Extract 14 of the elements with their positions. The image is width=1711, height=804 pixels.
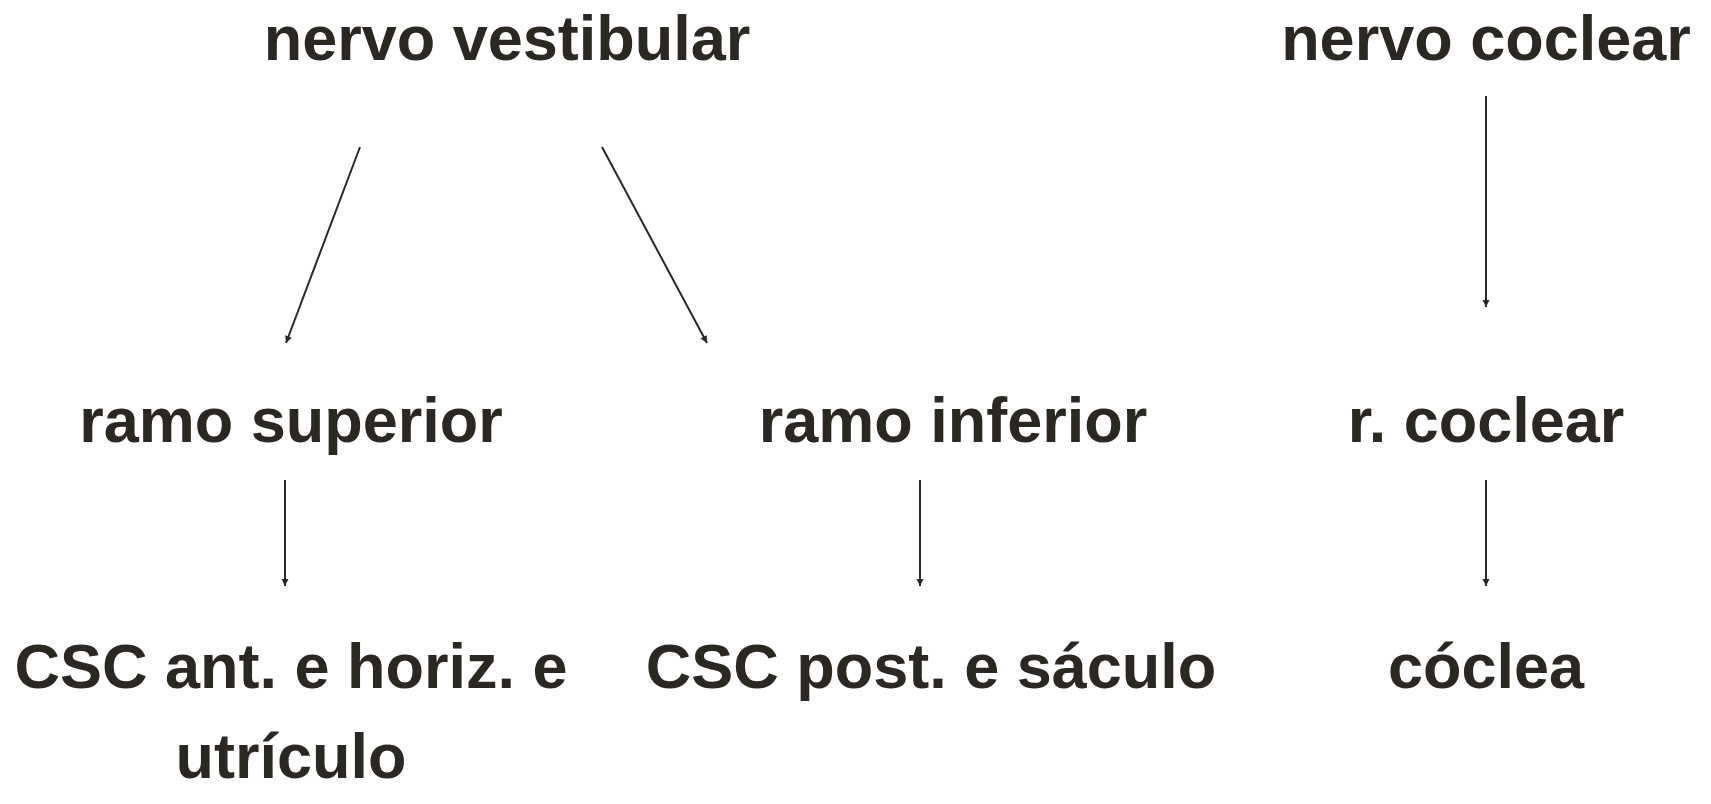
arrow xyxy=(285,146,361,344)
node-label: CSC ant. e horiz. e utrículo xyxy=(13,630,569,793)
arrow xyxy=(1482,95,1490,308)
arrow xyxy=(916,479,924,587)
node-label: ramo superior xyxy=(79,384,503,457)
node-label: nervo vestibular xyxy=(263,2,751,75)
node-label: CSC post. e sáculo xyxy=(645,630,1217,703)
arrow xyxy=(601,146,708,344)
arrow xyxy=(1482,479,1490,587)
node-label: r. coclear xyxy=(1347,384,1625,457)
node-label: ramo inferior xyxy=(758,384,1148,457)
node-label: nervo coclear xyxy=(1281,2,1691,75)
arrow xyxy=(281,479,289,587)
node-label: cóclea xyxy=(1387,630,1585,703)
